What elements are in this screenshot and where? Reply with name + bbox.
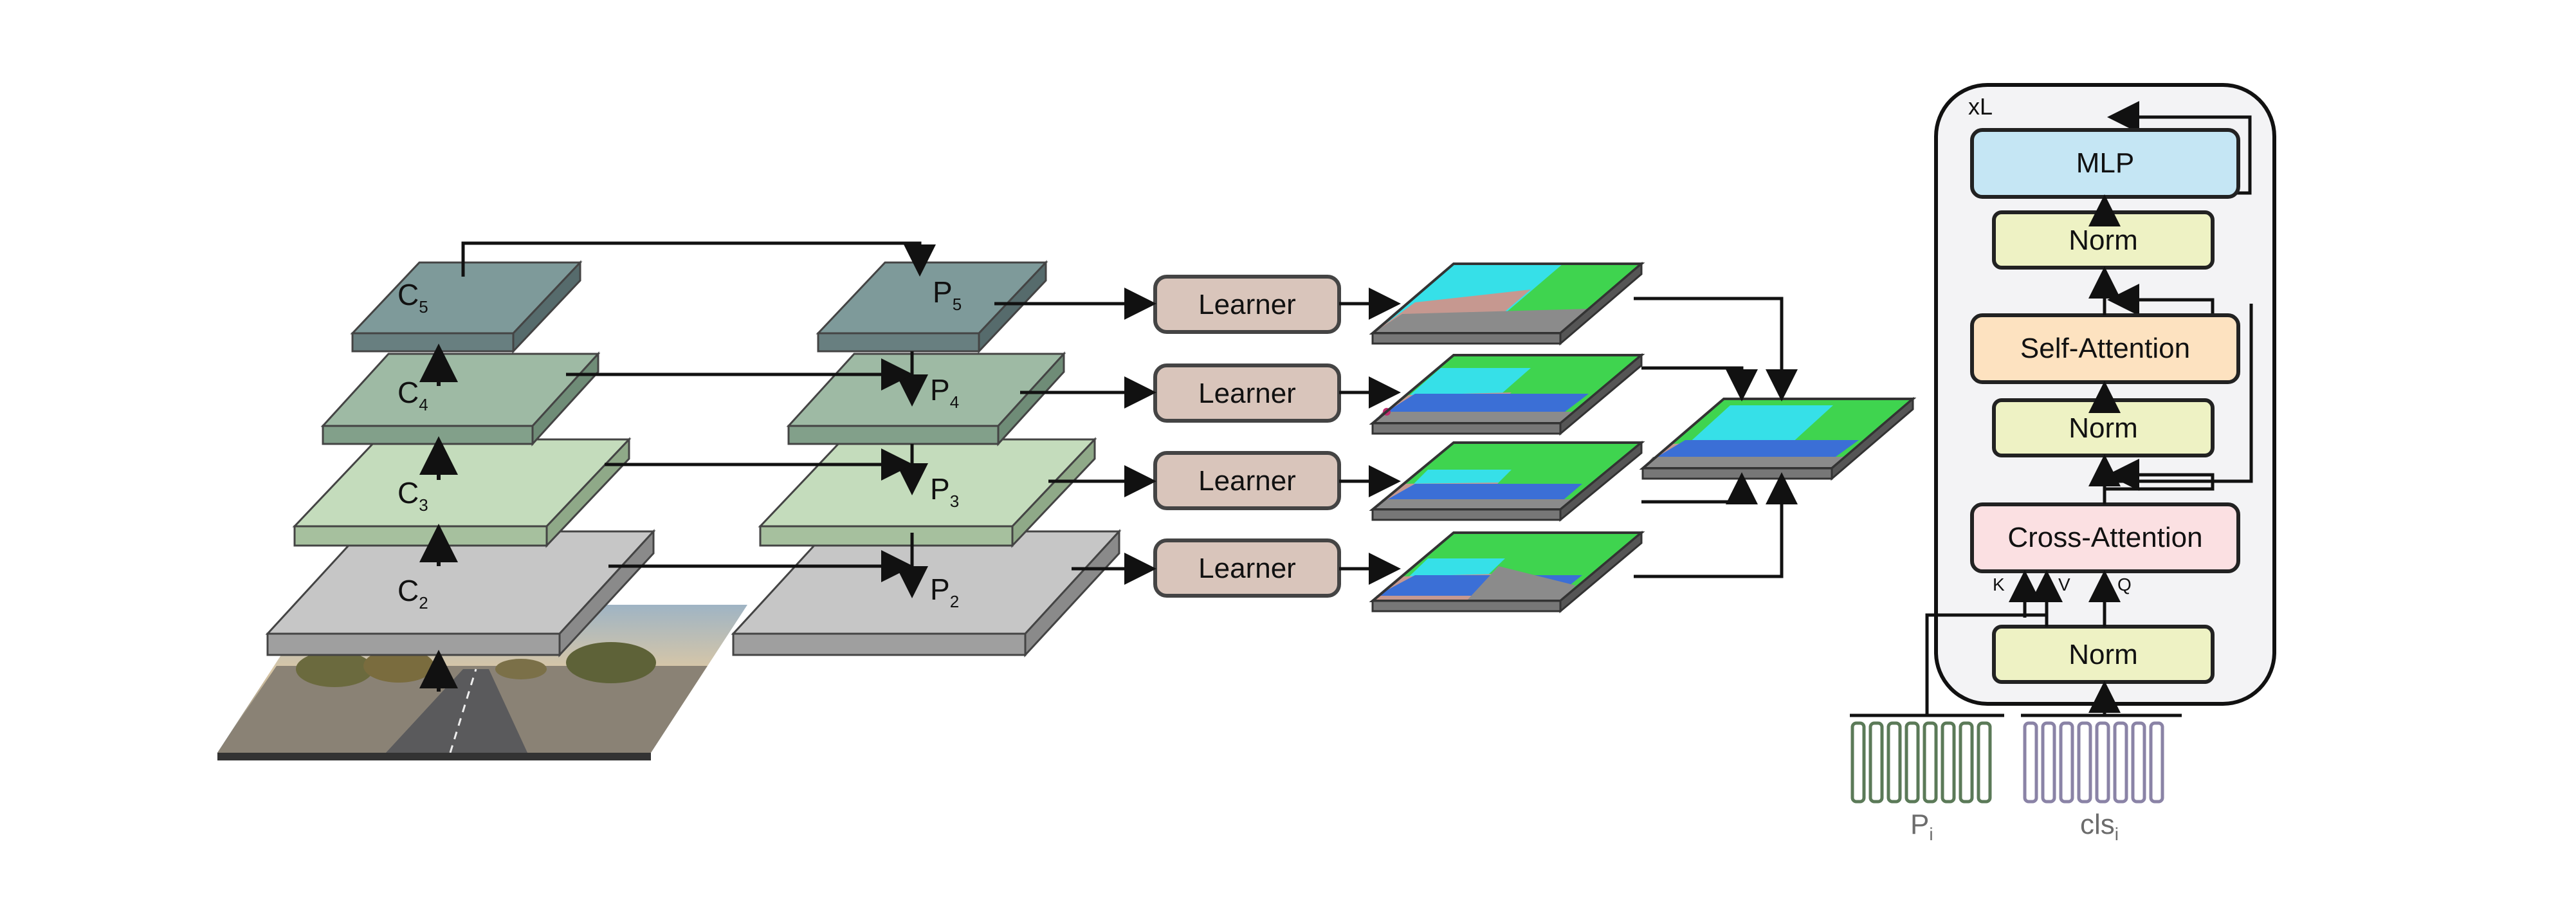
norm-mid-label: Norm xyxy=(2069,412,2138,444)
learner-4-label: Learner xyxy=(1198,553,1296,584)
learner-to-map-arrows xyxy=(1339,288,1401,585)
norm-mid-box: Norm xyxy=(1992,398,2215,457)
learner-4: Learner xyxy=(1153,538,1341,598)
segmentation-map-1 xyxy=(1369,261,1645,346)
lateral-connections xyxy=(461,241,936,582)
layer-p4 xyxy=(786,351,1066,446)
layer-c5 xyxy=(350,260,583,354)
label-c5: C5 xyxy=(397,278,428,317)
layer-c2 xyxy=(265,529,656,658)
learner-2: Learner xyxy=(1153,363,1341,423)
segmentation-map-4 xyxy=(1369,530,1645,614)
learner-1: Learner xyxy=(1153,275,1341,334)
layer-c3 xyxy=(292,437,632,548)
pixel-tokens-label: Pi xyxy=(1910,809,1933,844)
layer-p5 xyxy=(816,260,1048,354)
k-label: K xyxy=(1993,575,2005,594)
cls-tokens: clsi xyxy=(2021,681,2182,844)
self-attention-box: Self-Attention xyxy=(1970,313,2240,384)
p-to-learner-arrows xyxy=(994,288,1156,585)
norm-bottom-label: Norm xyxy=(2069,639,2138,670)
layer-p3-top xyxy=(758,438,1097,528)
q-label: Q xyxy=(2117,575,2132,594)
segmentation-maps xyxy=(1369,261,1917,614)
norm-top-box: Norm xyxy=(1992,210,2215,270)
mlp-box: MLP xyxy=(1970,128,2240,199)
learner-3-label: Learner xyxy=(1198,465,1296,497)
transformer-block: xL MLP Norm Self-Attention Norm xyxy=(1934,83,2276,706)
norm-bottom-box: Norm xyxy=(1992,625,2215,684)
self-attention-label: Self-Attention xyxy=(2020,333,2190,364)
cross-attention-label: Cross-Attention xyxy=(2007,522,2202,553)
segmentation-map-merged xyxy=(1639,396,1917,481)
learner-3: Learner xyxy=(1153,451,1341,510)
lateral-c5-p5 xyxy=(461,241,936,277)
segmentation-map-2 xyxy=(1369,353,1645,436)
merge-arrows xyxy=(1634,297,1798,578)
label-p3: P3 xyxy=(930,472,959,511)
segmentation-map-3 xyxy=(1369,440,1645,522)
layer-p2-top xyxy=(731,530,1122,635)
label-c4: C4 xyxy=(397,376,428,414)
backbone-pyramid: C5 C4 C3 C2 xyxy=(265,260,656,692)
pixel-tokens: Pi xyxy=(1850,613,2047,844)
label-p2: P2 xyxy=(930,573,959,611)
learner-1-label: Learner xyxy=(1198,289,1296,320)
label-c2: C2 xyxy=(397,574,428,612)
cross-attention-box: Cross-Attention xyxy=(1970,502,2240,573)
fpn-pyramid: P5 P4 P3 P2 xyxy=(731,260,1122,658)
layer-c3-top xyxy=(292,438,632,528)
label-c3: C3 xyxy=(397,476,428,515)
v-label: V xyxy=(2058,575,2070,594)
label-p4: P4 xyxy=(930,373,959,412)
repeat-label: xL xyxy=(1968,93,1993,120)
mlp-label: MLP xyxy=(2076,147,2134,179)
norm-top-label: Norm xyxy=(2069,225,2138,256)
layer-p3 xyxy=(758,437,1097,548)
label-p5: P5 xyxy=(933,275,962,314)
layer-c4 xyxy=(320,351,601,446)
layer-p2 xyxy=(731,529,1122,658)
learner-2-label: Learner xyxy=(1198,378,1296,409)
cls-tokens-label: clsi xyxy=(2080,809,2119,844)
learners: Learner Learner Learner Learner xyxy=(1153,275,1341,598)
